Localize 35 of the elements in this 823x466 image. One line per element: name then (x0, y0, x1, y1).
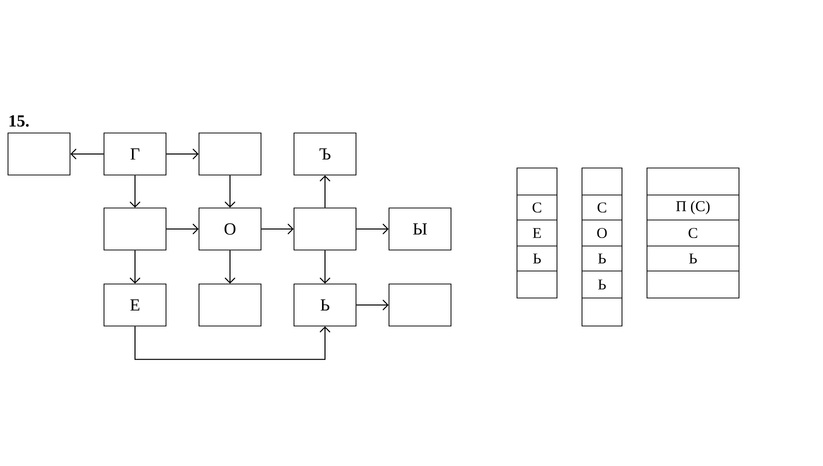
letter-box: О (198, 208, 262, 250)
table-cell-text: С (688, 228, 698, 238)
table-cell-text: Ь (598, 280, 606, 290)
arrow (260, 224, 294, 234)
arrow (224, 174, 236, 208)
arrow (134, 326, 330, 360)
arrow (320, 250, 330, 284)
arrow (320, 175, 330, 208)
arrow (356, 300, 389, 310)
empty-box (104, 208, 166, 250)
arrow (356, 224, 389, 234)
letter-box: Ь (294, 284, 356, 326)
empty-box (294, 208, 356, 250)
table-cell-text: Е (532, 228, 541, 238)
table-cell-text: С (598, 202, 606, 213)
letter-box: Ъ (294, 132, 356, 176)
empty-box (8, 132, 70, 176)
arrow (130, 174, 140, 208)
table-cell-text: Ь (533, 254, 541, 264)
arrow (166, 224, 199, 234)
letter-box: Е (104, 284, 166, 326)
letter-box: Г (104, 132, 166, 176)
table-cell-text: О (597, 228, 607, 238)
arrow (130, 250, 140, 284)
arrow (166, 148, 199, 160)
empty-box (198, 284, 262, 326)
arrow (70, 148, 104, 160)
table-cell-text: Ь (598, 254, 606, 264)
empty-box (388, 284, 452, 326)
letter-box: Ы (388, 208, 452, 250)
table-cell-text: С (532, 202, 542, 213)
empty-box (198, 132, 262, 176)
table-cell-text: Ь (689, 254, 697, 264)
arrow (224, 250, 236, 284)
table-cell-text: П (С) (676, 200, 710, 214)
